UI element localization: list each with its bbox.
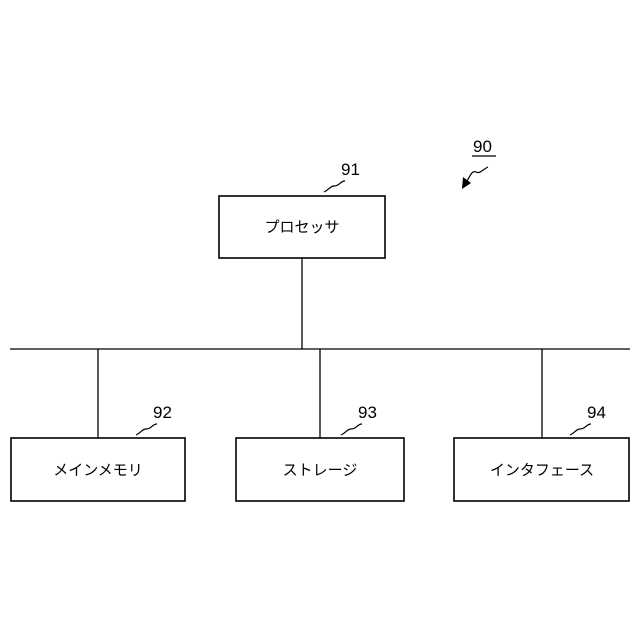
storage-ref-number: 93	[358, 403, 377, 422]
main-memory-label: メインメモリ	[53, 461, 143, 479]
processor-label: プロセッサ	[264, 218, 339, 236]
figure-ref-arrow-shaft	[466, 167, 488, 183]
processor-ref-number: 91	[341, 160, 360, 179]
main-memory-ref-leader	[136, 424, 157, 435]
figure-ref-arrowhead-icon	[462, 177, 471, 189]
storage-ref-leader	[341, 424, 362, 435]
main-memory-ref-number: 92	[153, 403, 172, 422]
processor-ref-leader	[324, 181, 345, 192]
processor-block: プロセッサ 91	[219, 160, 385, 258]
interface-ref-number: 94	[587, 403, 606, 422]
interface-ref-leader	[570, 424, 591, 435]
figure-ref-number: 90	[473, 137, 492, 156]
figure-reference: 90	[462, 137, 496, 189]
interface-label: インタフェース	[490, 461, 594, 479]
storage-label: ストレージ	[283, 461, 358, 479]
